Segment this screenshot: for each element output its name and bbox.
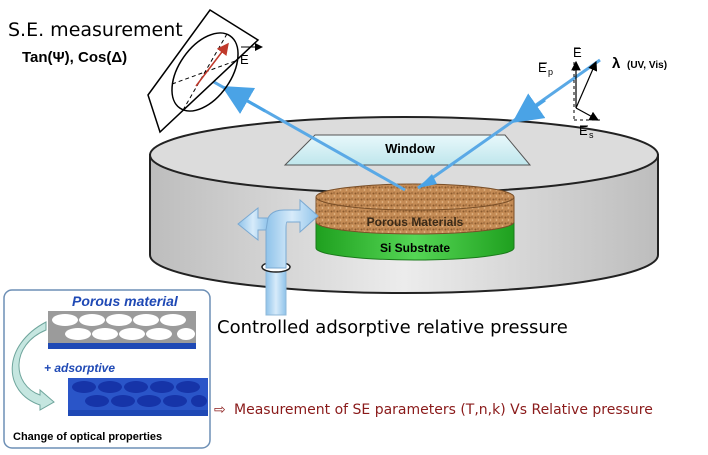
transition-arrow (11, 321, 55, 411)
reflected-direction-arrow (221, 86, 266, 114)
se-parameters: Tan(Ψ), Cos(Δ) (22, 49, 127, 66)
porous-layer-after (68, 378, 208, 416)
page-title: S.E. measurement (8, 19, 183, 41)
wavelength-label: λ (UV, Vis) (612, 55, 667, 72)
measurement-arrow-icon: ⇨ (214, 402, 226, 418)
gas-inlet-pipe (237, 198, 319, 316)
inset-caption: Change of optical properties (13, 431, 162, 443)
wavelength-range: (UV, Vis) (627, 60, 667, 71)
sample-stack: Si Substrate Porous Materials (315, 183, 515, 261)
incident-beam (417, 58, 601, 190)
measurement-note: Measurement of SE parameters (T,n,k) Vs … (234, 402, 653, 418)
analyzer-plane: E (147, 8, 263, 134)
porous-layer-before (48, 311, 196, 349)
substrate-label: Si Substrate (380, 241, 450, 255)
window-pane: Window (283, 134, 532, 166)
wavelength-symbol: λ (612, 55, 621, 72)
es-label: E (579, 123, 588, 138)
incident-arrowhead (418, 174, 437, 188)
es-subscript: s (589, 130, 594, 140)
inset-heading: Porous material (72, 293, 179, 309)
window-label: Window (385, 141, 436, 156)
incident-e-label: E (573, 45, 582, 60)
incident-polarization: E E p E s (538, 45, 600, 140)
ep-label: E (538, 60, 547, 75)
ep-subscript: p (548, 67, 553, 77)
analyzer-e-label: E (240, 52, 249, 67)
pressure-label: Controlled adsorptive relative pressure (217, 317, 568, 338)
porous-label: Porous Materials (367, 215, 464, 229)
incident-direction-arrow (512, 93, 546, 123)
inset-panel: Porous material + adsorptive (3, 289, 211, 449)
inset-adsorptive: + adsorptive (44, 361, 115, 375)
